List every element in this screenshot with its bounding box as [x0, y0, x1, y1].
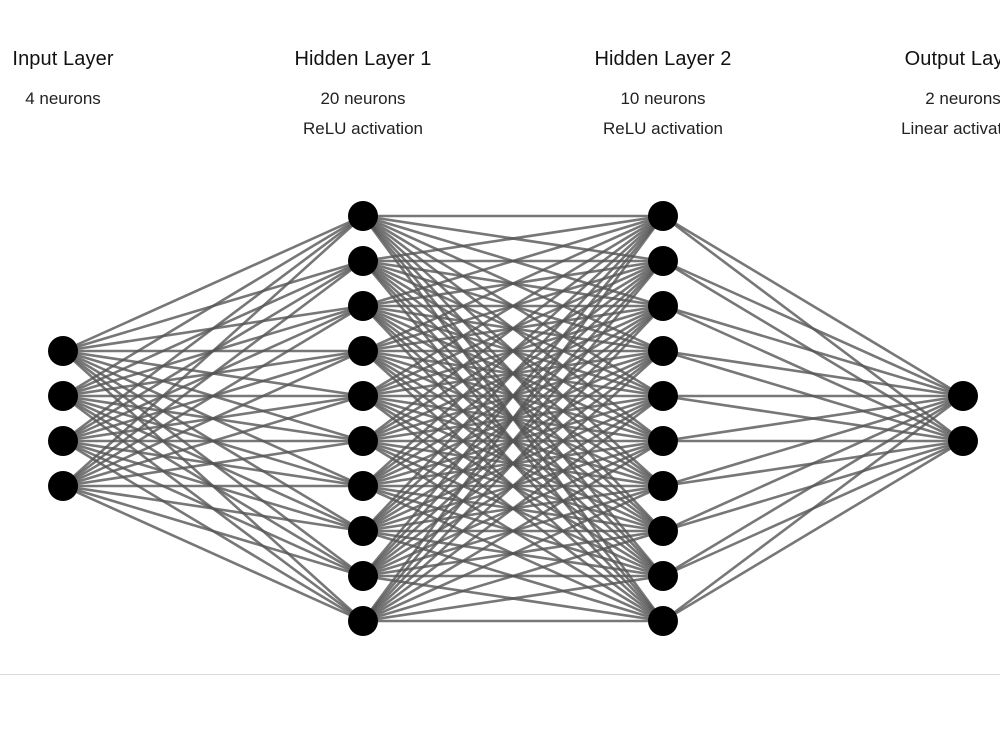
connection-edge	[62, 394, 364, 488]
connection-edges	[62, 214, 964, 623]
connection-edge	[362, 305, 664, 622]
neuron-node	[348, 471, 378, 501]
connection-edge	[62, 214, 364, 353]
layer-label-output: Output Layer 2 neurons Linear activation	[843, 46, 1000, 144]
connection-edge	[62, 214, 364, 443]
connection-edge	[662, 394, 964, 488]
neuron-node	[348, 201, 378, 231]
connection-edge	[662, 394, 964, 533]
connection-edge	[362, 394, 664, 623]
bottom-divider	[0, 674, 1000, 675]
connection-edge	[362, 215, 664, 532]
connection-edge	[62, 304, 364, 488]
neuron-node	[348, 246, 378, 276]
neuron-node	[348, 291, 378, 321]
neuron-nodes	[48, 201, 978, 636]
connection-edge	[662, 214, 964, 398]
neuron-node	[648, 336, 678, 366]
connection-edge	[362, 215, 664, 577]
layer-title: Hidden Layer 1	[294, 48, 432, 70]
neuron-node	[48, 336, 78, 366]
connection-edge	[62, 439, 364, 488]
neuron-node	[348, 606, 378, 636]
connection-edge	[662, 259, 964, 398]
connection-edge	[362, 484, 664, 623]
neuron-node	[348, 426, 378, 456]
connection-edge	[62, 215, 364, 487]
connection-edge	[362, 214, 664, 353]
neuron-node	[48, 426, 78, 456]
layer-label-hidden-2: Hidden Layer 2 10 neurons ReLU activatio…	[543, 46, 783, 144]
layer-activation: ReLU activation	[602, 119, 723, 138]
layer-label-input: Input Layer 4 neurons	[0, 46, 183, 114]
layer-neuron-count: 20 neurons	[320, 89, 406, 108]
connection-edge	[362, 214, 664, 443]
neuron-node	[48, 381, 78, 411]
connection-edge	[62, 259, 364, 488]
connection-edge	[362, 260, 664, 622]
layer-neuron-count: 10 neurons	[620, 89, 706, 108]
neuron-node	[48, 471, 78, 501]
connection-edge	[662, 439, 964, 623]
connection-edge	[362, 350, 664, 622]
layer-label-hidden-1: Hidden Layer 1 20 neurons ReLU activatio…	[243, 46, 483, 144]
connection-edge	[362, 215, 664, 487]
layer-neuron-count: 2 neurons	[925, 89, 1000, 108]
neuron-node	[348, 381, 378, 411]
layer-activation: Linear activation	[901, 119, 1000, 138]
neuron-node	[648, 471, 678, 501]
layer-title: Output Layer	[904, 48, 1000, 70]
neuron-node	[948, 381, 978, 411]
neuron-node	[648, 516, 678, 546]
connection-edge	[62, 484, 364, 623]
neuron-node	[348, 516, 378, 546]
layer-title: Hidden Layer 2	[594, 48, 732, 70]
connection-edge	[662, 394, 964, 578]
neuron-node	[348, 561, 378, 591]
connection-edge	[662, 304, 964, 398]
connection-edge	[62, 484, 364, 533]
neuron-node	[648, 561, 678, 591]
neuron-node	[648, 201, 678, 231]
connection-edge	[62, 484, 364, 578]
neuron-node	[648, 246, 678, 276]
connection-edge	[662, 394, 964, 623]
neuron-node	[648, 606, 678, 636]
neuron-node	[648, 426, 678, 456]
layer-activation: ReLU activation	[302, 119, 423, 138]
neuron-node	[948, 426, 978, 456]
layer-neuron-count: 4 neurons	[25, 89, 101, 108]
neuron-node	[648, 381, 678, 411]
connection-edge	[662, 394, 964, 443]
connection-edge	[362, 439, 664, 623]
layer-title: Input Layer	[12, 48, 114, 70]
connection-edge	[62, 349, 364, 488]
connection-edge	[362, 529, 664, 623]
connection-edge	[662, 349, 964, 398]
connection-edge	[362, 214, 664, 308]
neuron-node	[648, 291, 678, 321]
connection-edge	[362, 214, 664, 398]
connection-edge	[62, 214, 364, 398]
neuron-node	[348, 336, 378, 366]
connection-edge	[362, 574, 664, 623]
connection-edge	[361, 215, 665, 622]
connection-edge	[362, 214, 664, 263]
